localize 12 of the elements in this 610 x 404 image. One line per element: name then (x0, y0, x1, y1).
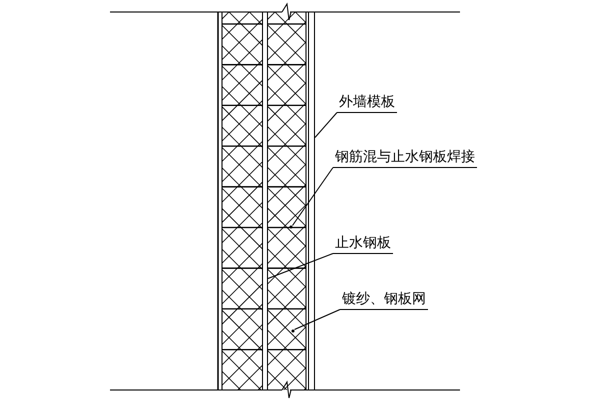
leader-label: 止水钢板 (333, 235, 393, 254)
mesh-point (292, 330, 294, 332)
leader-label: 镀纱、钢板网 (340, 291, 428, 310)
leader-label: 钢筋混与止水钢板焊接 (333, 149, 477, 168)
leader-label: 外墙模板 (337, 94, 397, 113)
leader-line (314, 112, 338, 138)
leader-line (294, 309, 340, 330)
leader-line (292, 167, 334, 226)
rebar-point (290, 226, 292, 228)
formwork-board (308, 12, 315, 390)
steel-plate (262, 12, 268, 390)
leader-line (268, 253, 334, 279)
